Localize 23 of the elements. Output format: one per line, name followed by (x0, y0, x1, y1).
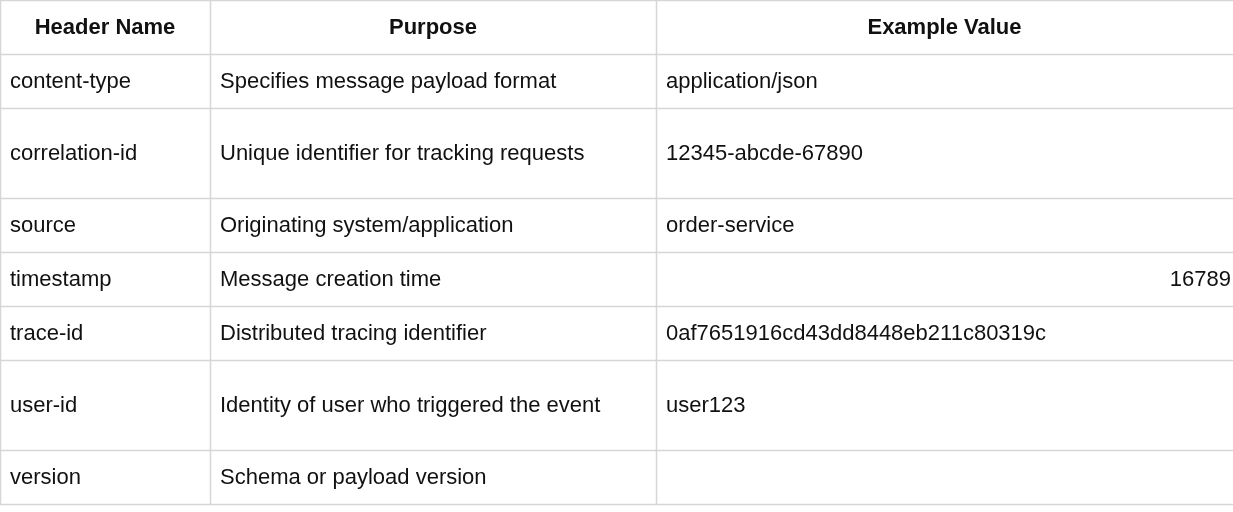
table-cell-text: user123 (666, 390, 746, 419)
table-cell-text: timestamp (10, 264, 112, 293)
column-header: Purpose (389, 12, 477, 41)
table-cell-text: trace-id (10, 318, 84, 347)
table-cell-text: 0af7651916cd43dd8448eb211c80319c (666, 318, 1047, 347)
table-cell-text: Originating system/application (220, 210, 514, 239)
column-header: Header Name (34, 12, 176, 41)
table-cell-text: version (10, 462, 81, 491)
table-cell-text: Distributed tracing identifier (220, 318, 487, 347)
table-cell-text: Identity of user who triggered the event (220, 390, 601, 419)
table-cell-text: application/json (666, 66, 818, 95)
table-cell-text: Unique identifier for tracking requests (220, 138, 585, 167)
table-cell-text: content-type (10, 66, 132, 95)
table-cell-text: source (10, 210, 77, 239)
table-cell-text: 12345-abcde-67890 (666, 138, 863, 167)
table-cell-text: order-service (666, 210, 795, 239)
table-cell-text: Specifies message payload format (220, 66, 557, 95)
table-cell-text: 16789 (1169, 264, 1231, 293)
table-cell-text: Schema or payload version (220, 462, 487, 491)
column-header: Example Value (867, 12, 1022, 41)
table-cell-text: user-id (10, 390, 78, 419)
table-cell-text: Message creation time (220, 264, 442, 293)
table-cell-text: correlation-id (10, 138, 138, 167)
